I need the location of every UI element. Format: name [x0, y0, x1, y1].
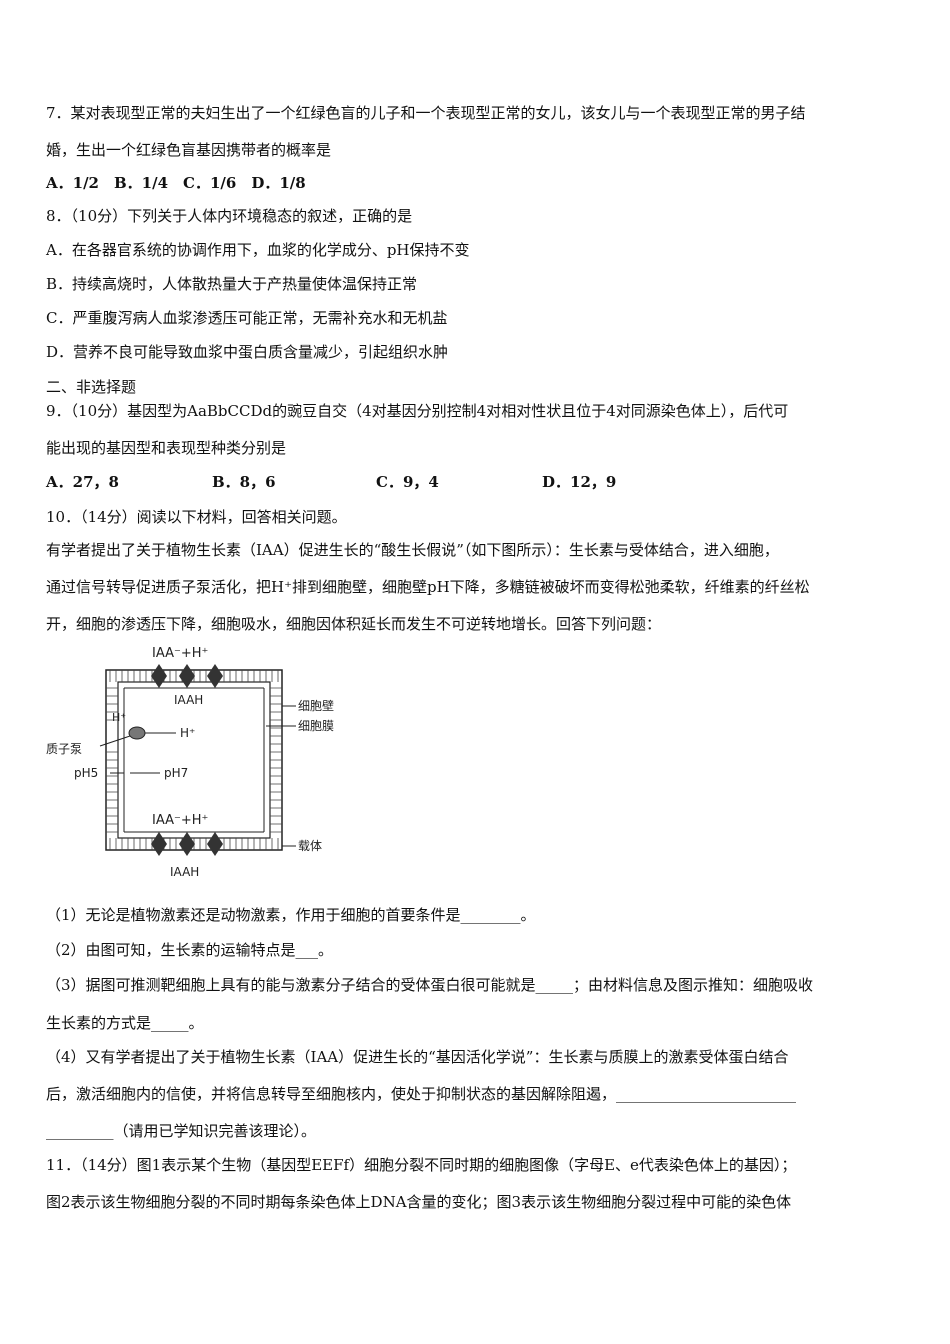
q10-para-3: 开，细胞的渗透压下降，细胞吸水，细胞因体积延长而发生不可逆转地增长。回答下列问题…: [46, 615, 662, 633]
q9-line1: 9．（10分）基因型为AaBbCCDd的豌豆自交（4对基因分别控制4对相对性状且…: [46, 402, 789, 420]
q10-sub-2: （2）由图可知，生长素的运输特点是___。: [46, 941, 334, 959]
q10-para-2: 通过信号转导促进质子泵活化，把H⁺排到细胞壁，细胞壁pH下降，多糖链被破坏而变得…: [46, 578, 810, 596]
label-top-ion: IAA⁻+H⁺: [152, 646, 208, 661]
q9-line2: 能出现的基因型和表现型种类分别是: [46, 439, 287, 457]
label-ph7: pH7: [164, 766, 188, 780]
label-top-iaah: IAAH: [174, 693, 203, 707]
carrier-bottom: [151, 832, 223, 856]
q10-sub-3b: 生长素的方式是_____。: [46, 1014, 204, 1032]
label-proton-pump: 质子泵: [46, 742, 82, 756]
q9-option-a: A．27，8: [46, 473, 119, 491]
label-ph5: pH5: [74, 766, 98, 780]
carrier-top: [151, 664, 223, 688]
acid-growth-diagram: IAA⁻+H⁺ IAAH IAA⁻+H⁺ IAAH H⁺ H⁺ 细胞壁 细胞膜 …: [46, 646, 334, 879]
label-bottom-ion: IAA⁻+H⁺: [152, 813, 208, 828]
q9-option-b: B．8，6: [212, 473, 276, 491]
q10-sub-4b: 后，激活细胞内的信使，并将信息转导至细胞核内，使处于抑制状态的基因解除阻遏，__…: [46, 1085, 797, 1103]
q7-line2: 婚，生出一个红绿色盲基因携带者的概率是: [46, 141, 332, 159]
q10-sub-3a: （3）据图可推测靶细胞上具有的能与激素分子结合的受体蛋白很可能就是_____；由…: [46, 976, 814, 994]
q8-option-d: D．营养不良可能导致血浆中蛋白质含量减少，引起组织水肿: [46, 343, 449, 361]
q10-para-1: 有学者提出了关于植物生长素（IAA）促进生长的“酸生长假说”（如下图所示）：生长…: [46, 541, 779, 559]
q11-line1: 11．（14分）图1表示某个生物（基因型EEFf）细胞分裂不同时期的细胞图像（字…: [46, 1156, 797, 1174]
q10-stem: 10．（14分）阅读以下材料，回答相关问题。: [46, 508, 347, 526]
q8-option-b: B．持续高烧时，人体散热量大于产热量使体温保持正常: [46, 275, 418, 293]
label-h-plus-inner: H⁺: [180, 726, 195, 740]
cell-wall-hatching: [106, 670, 282, 850]
label-bottom-iaah: IAAH: [170, 865, 199, 879]
q11-line2: 图2表示该生物细胞分裂的不同时期每条染色体上DNA含量的变化；图3表示该生物细胞…: [46, 1193, 792, 1211]
q10-sub-1: （1）无论是植物激素还是动物激素，作用于细胞的首要条件是________。: [46, 906, 536, 924]
section-heading: 二、非选择题: [46, 378, 137, 396]
label-cell-wall: 细胞壁: [298, 698, 334, 713]
q7-options: A．1/2 B．1/4 C．1/6 D．1/8: [46, 174, 306, 192]
q8-option-c: C．严重腹泻病人血浆渗透压可能正常，无需补充水和无机盐: [46, 309, 448, 327]
q9-option-d: D．12，9: [542, 473, 617, 491]
q9-option-c: C．9，4: [376, 473, 439, 491]
q10-sub-4c: _________（请用已学知识完善该理论）。: [46, 1122, 317, 1140]
q8-stem: 8．（10分）下列关于人体内环境稳态的叙述，正确的是: [46, 207, 413, 225]
label-carrier: 载体: [298, 839, 322, 853]
label-h-plus-outer: H⁺: [112, 711, 126, 724]
q7-line1: 7．某对表现型正常的夫妇生出了一个红绿色盲的儿子和一个表现型正常的女儿，该女儿与…: [46, 104, 806, 122]
proton-pump: [128, 726, 146, 740]
q10-sub-4a: （4）又有学者提出了关于植物生长素（IAA）促进生长的“基因活化学说”：生长素与…: [46, 1048, 789, 1066]
q8-option-a: A．在各器官系统的协调作用下，血浆的化学成分、pH保持不变: [46, 241, 470, 259]
q9-options: A．27，8 B．8，6 C．9，4 D．12，9: [46, 472, 904, 492]
label-cell-membrane: 细胞膜: [298, 719, 334, 733]
